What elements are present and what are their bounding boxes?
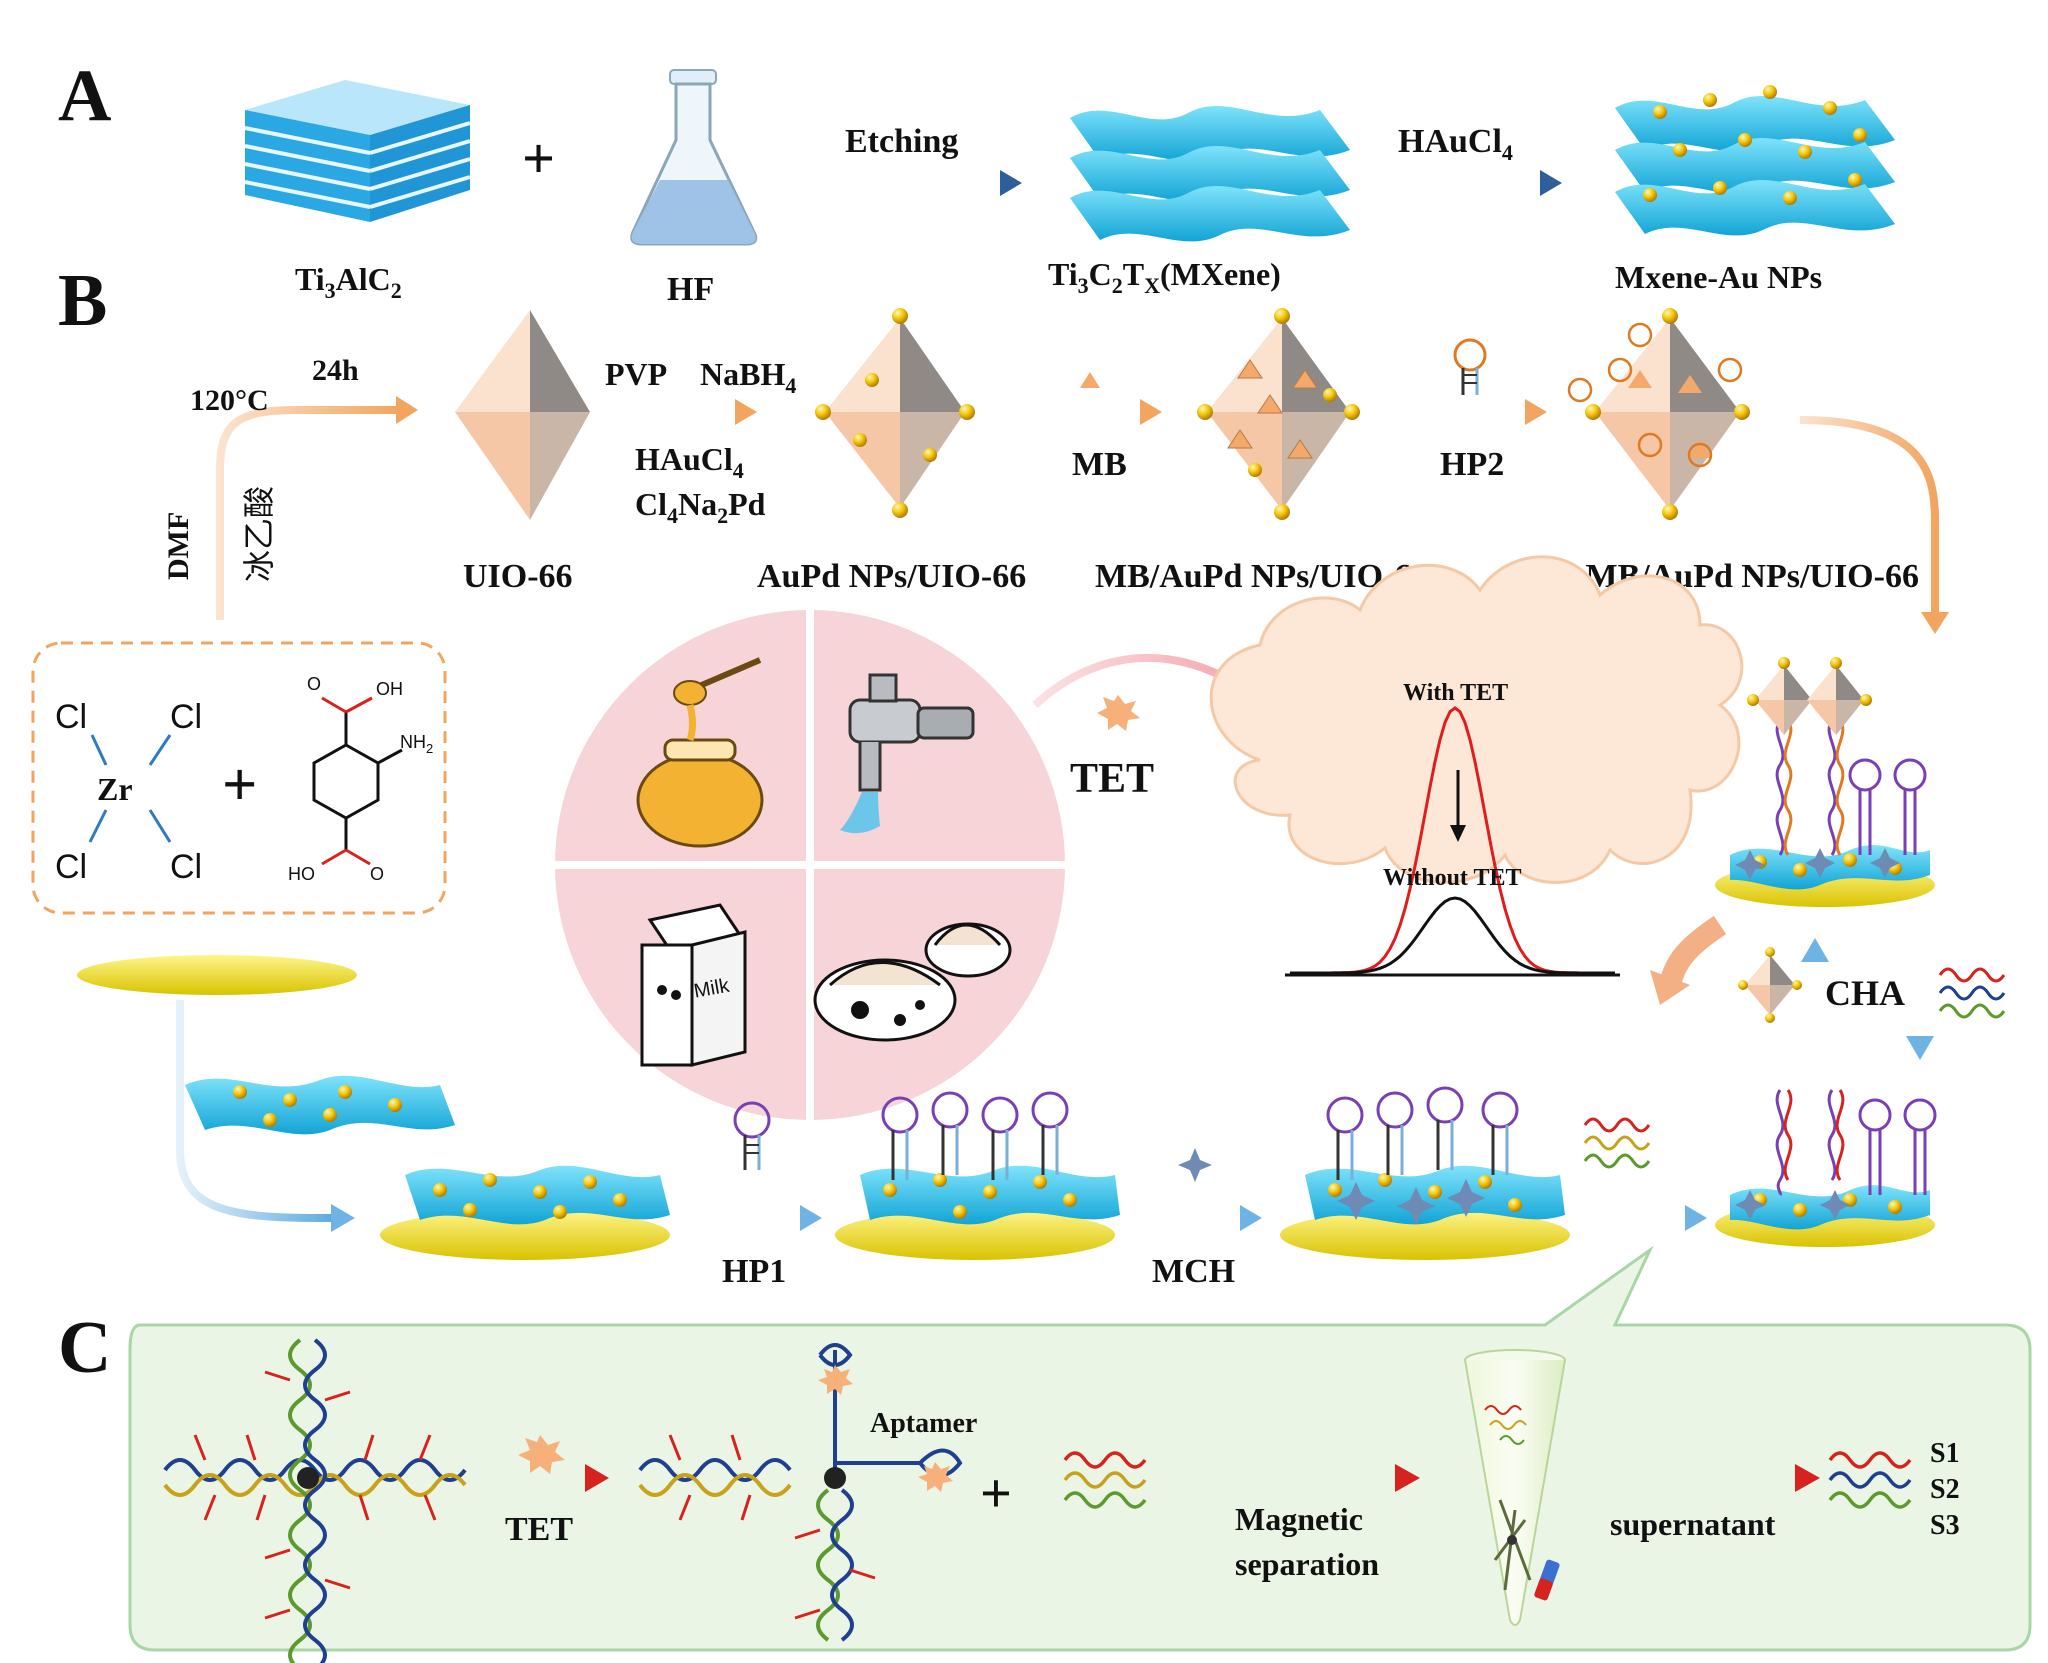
- panel-c-label: C: [58, 1307, 111, 1389]
- mini-octahedron-icon: [1738, 947, 1802, 1023]
- hp2-label: HP2: [1440, 446, 1504, 483]
- to-electrode-arrow: [1799, 416, 1939, 620]
- tet-target-icon: [518, 1435, 565, 1474]
- mxene-sheets: [1070, 105, 1350, 242]
- milk-carton-icon: Milk: [640, 903, 747, 1067]
- reagent-nabh4: NaBH4: [700, 356, 796, 398]
- etching-label: Etching: [845, 123, 958, 160]
- electrode-mxene-au: [380, 1165, 670, 1260]
- hf-flask-icon: [630, 69, 758, 246]
- reagent-pd: Cl4Na2Pd: [635, 486, 766, 528]
- mch-star-icon: [1178, 1148, 1212, 1182]
- honey-icon: [636, 657, 764, 848]
- assembly-arrow: [176, 1000, 335, 1222]
- tap-water-icon: [840, 673, 975, 834]
- acid-cn-label: 冰乙酸: [241, 486, 277, 582]
- magnetic-label-1: Magnetic: [1235, 1501, 1363, 1537]
- mb-triangle-icon: [1080, 372, 1100, 388]
- without-tet-curve: [1290, 896, 1615, 975]
- supernatant-label: supernatant: [1610, 1506, 1776, 1542]
- mxene-label: Ti3C2TX(MXene): [1048, 256, 1281, 298]
- hp1-label: HP1: [722, 1253, 786, 1290]
- target-strands-icon: [1938, 967, 2006, 1019]
- mch-label: MCH: [1152, 1253, 1235, 1290]
- plus-sign: +: [522, 126, 555, 191]
- precursor-plus: +: [222, 751, 257, 819]
- linker-structure: OH O NH2 HO O: [288, 674, 433, 884]
- c-plus-sign: +: [980, 1463, 1012, 1525]
- aupd-octahedron: [815, 308, 975, 518]
- solvent-label: DMF: [162, 512, 195, 580]
- s1-label: S1: [1930, 1438, 1960, 1469]
- panel-c-box: [128, 1245, 2032, 1652]
- reagent-haucl4: HAuCl4: [635, 441, 744, 483]
- s3-label: S3: [1930, 1510, 1960, 1541]
- food-samples-plate: [555, 610, 1065, 1120]
- food-bowl-icon: [813, 922, 1012, 1042]
- output-strands-icon: [1828, 1451, 1912, 1509]
- with-tet-label: With TET: [1403, 680, 1508, 706]
- mxene-au-sheets: [1615, 85, 1895, 236]
- mb-label: MB: [1072, 446, 1127, 483]
- mb-aupd-octahedron: [1197, 308, 1360, 520]
- free-strands-icon: [1063, 1451, 1147, 1509]
- centrifuge-tube-icon: [1464, 1349, 1566, 1626]
- bare-electrode: [77, 955, 357, 995]
- hp2-hairpin-icon: [1453, 338, 1487, 395]
- max-phase-block: [244, 80, 471, 222]
- zrcl4-structure: Cl Cl Cl Cl Zr: [55, 698, 202, 886]
- svg-text:OH: OH: [376, 679, 403, 699]
- tet-starburst-icon: [1097, 695, 1140, 731]
- time-label: 24h: [312, 354, 359, 387]
- aupd-label: AuPd NPs/UIO-66: [757, 558, 1026, 595]
- product-label: Mxene-Au NPs: [1615, 259, 1822, 295]
- reagent-pvp: PVP: [605, 356, 667, 392]
- hauc-label: HAuCl4: [1398, 123, 1513, 165]
- svg-text:Cl: Cl: [55, 698, 87, 736]
- svg-text:HO: HO: [288, 864, 315, 884]
- electrode-mch: [1280, 1086, 1570, 1260]
- acid-label: HF: [667, 271, 714, 308]
- cha-label: CHA: [1825, 973, 1905, 1013]
- aptamer-label: Aptamer: [870, 1408, 977, 1439]
- hp2-mb-aupd-octahedron: [1567, 308, 1750, 520]
- svg-text:O: O: [370, 864, 384, 884]
- electrode-hp1: [835, 1091, 1120, 1260]
- panel-a-label: A: [58, 55, 111, 137]
- synthesis-arrow: [216, 406, 400, 620]
- s-strands-icon: [1583, 1117, 1651, 1169]
- signal-cloud: [1209, 555, 1744, 884]
- svg-text:O: O: [307, 674, 321, 694]
- uio66-octahedron: [455, 310, 590, 520]
- svg-text:Cl: Cl: [55, 848, 87, 886]
- svg-text:Cl: Cl: [170, 848, 202, 886]
- cha-ready-electrode: [1715, 1089, 1937, 1247]
- tet-binding-label: TET: [505, 1511, 573, 1548]
- cha-product-electrode: [1715, 657, 1935, 907]
- mxene-au-floating-sheet: [185, 1075, 455, 1135]
- material-label: Ti3AlC2: [295, 261, 402, 303]
- panel-b-label: B: [58, 260, 107, 342]
- s2-label: S2: [1930, 1474, 1960, 1505]
- temp-label: 120°C: [190, 384, 269, 417]
- magnetic-label-2: separation: [1235, 1546, 1379, 1582]
- tet-label: TET: [1070, 756, 1154, 802]
- to-cloud-arrow: [1659, 915, 1727, 988]
- without-tet-label: Without TET: [1383, 865, 1522, 891]
- svg-text:Cl: Cl: [170, 698, 202, 736]
- svg-text:NH2: NH2: [400, 732, 433, 756]
- precursor-box: [31, 641, 447, 915]
- uio-label: UIO-66: [463, 558, 573, 595]
- hp1-hairpin-icon: [733, 1101, 771, 1170]
- svg-text:Zr: Zr: [97, 771, 133, 807]
- dna-tetrahedron-probe: [163, 1338, 467, 1663]
